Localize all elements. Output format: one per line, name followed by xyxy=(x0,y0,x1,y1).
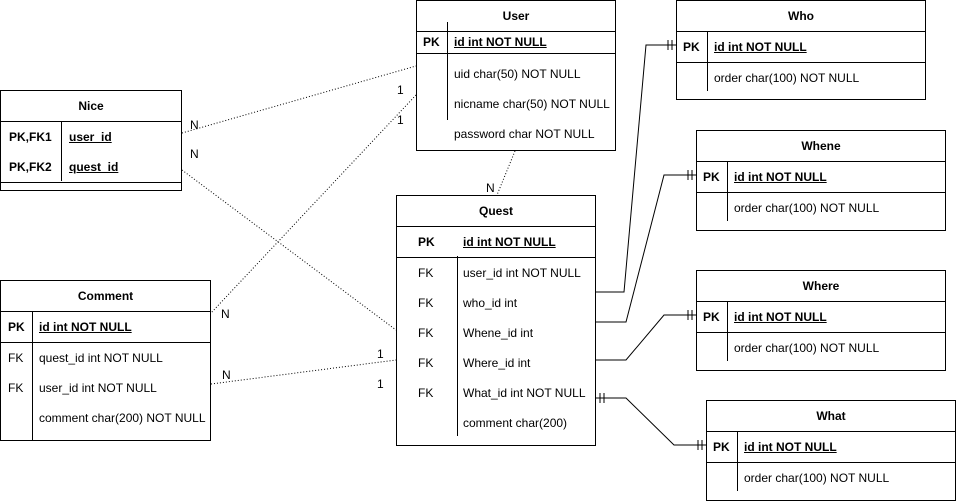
cardinality-label: N xyxy=(486,181,495,195)
pk-key: PK,FK1 xyxy=(9,130,52,144)
pk-field: quest_id xyxy=(69,160,119,174)
what-table[interactable]: What PK id int NOT NULL order char(100) … xyxy=(706,400,956,501)
quest-what-link xyxy=(596,397,706,446)
comment-table[interactable]: Comment PK id int NOT NULL FK quest_id in… xyxy=(0,280,211,441)
pk-field: user_id xyxy=(69,130,112,144)
table-title: What xyxy=(707,401,955,432)
table-field: order char(100) NOT NULL xyxy=(734,201,880,215)
who-table[interactable]: Who PK id int NOT NULL order char(100) N… xyxy=(676,0,926,100)
table-title: Quest xyxy=(397,196,595,227)
pk-key: PK xyxy=(423,35,440,49)
nice-quest-link xyxy=(181,169,397,331)
table-field: order char(100) NOT NULL xyxy=(744,471,890,485)
pk-key: PK xyxy=(683,40,700,54)
cardinality-label: 1 xyxy=(377,347,384,361)
table-title: Nice xyxy=(1,91,181,122)
pk-field: id int NOT NULL xyxy=(714,40,807,54)
table-title: Where xyxy=(697,271,945,302)
table-field: What_id int NOT NULL xyxy=(463,386,586,400)
table-field: order char(100) NOT NULL xyxy=(714,71,860,85)
where-table[interactable]: Where PK id int NOT NULL order char(100)… xyxy=(696,270,946,371)
pk-field: id int NOT NULL xyxy=(39,320,132,334)
user-table[interactable]: User PK id int NOT NULL uid char(50) NOT… xyxy=(416,0,616,151)
pk-field: id int NOT NULL xyxy=(454,35,547,49)
table-field: order char(100) NOT NULL xyxy=(734,341,880,355)
quest-table[interactable]: Quest PK id int NOT NULL FK user_id int N… xyxy=(396,195,596,446)
quest-where-link xyxy=(596,314,696,361)
pk-key: PK xyxy=(8,320,25,334)
table-field: comment char(200) xyxy=(463,416,568,430)
user-quest-link xyxy=(496,150,516,196)
table-title: User xyxy=(417,1,615,32)
cardinality-label: 1 xyxy=(397,83,404,97)
table-field: who_id int xyxy=(463,296,518,310)
comment-quest-link xyxy=(210,359,397,385)
table-title: Comment xyxy=(1,281,210,312)
fk-key: FK xyxy=(418,296,434,310)
table-field: Whene_id int xyxy=(463,326,534,340)
cardinality-label: N xyxy=(222,368,231,382)
pk-field: id int NOT NULL xyxy=(463,235,556,249)
quest-who-link xyxy=(596,44,676,293)
pk-key: PK xyxy=(713,440,730,454)
pk-key: PK xyxy=(703,170,720,184)
table-field: password char NOT NULL xyxy=(454,127,595,141)
fk-key: FK xyxy=(418,266,434,280)
table-field: nicname char(50) NOT NULL xyxy=(454,97,610,111)
table-field: uid char(50) NOT NULL xyxy=(454,67,581,81)
table-field: user_id int NOT NULL xyxy=(463,266,581,280)
nice-table[interactable]: Nice PK,FK1 user_id PK,FK2 quest_id xyxy=(0,90,182,191)
fk-key: FK xyxy=(418,326,434,340)
table-field: quest_id int NOT NULL xyxy=(39,351,163,365)
table-field: Where_id int xyxy=(463,356,531,370)
cardinality-label: 1 xyxy=(397,113,404,127)
fk-key: FK xyxy=(8,381,24,395)
table-title: Whene xyxy=(697,131,945,162)
table-title: Who xyxy=(677,1,925,32)
nice-user-link xyxy=(181,65,417,134)
pk-field: id int NOT NULL xyxy=(734,170,827,184)
fk-key: FK xyxy=(418,386,434,400)
fk-key: FK xyxy=(418,356,434,370)
quest-whene-link xyxy=(596,174,696,323)
cardinality-label: 1 xyxy=(377,377,384,391)
pk-key: PK xyxy=(703,310,720,324)
cardinality-label: N xyxy=(221,307,230,321)
cardinality-label: N xyxy=(190,118,199,132)
table-field: comment char(200) NOT NULL xyxy=(39,411,206,425)
fk-key: FK xyxy=(8,351,24,365)
pk-key: PK,FK2 xyxy=(9,160,52,174)
pk-field: id int NOT NULL xyxy=(744,440,837,454)
whene-table[interactable]: Whene PK id int NOT NULL order char(100)… xyxy=(696,130,946,231)
pk-key: PK xyxy=(418,235,435,249)
table-field: user_id int NOT NULL xyxy=(39,381,157,395)
cardinality-label: N xyxy=(190,147,199,161)
user-comment-link xyxy=(210,94,417,314)
pk-field: id int NOT NULL xyxy=(734,310,827,324)
